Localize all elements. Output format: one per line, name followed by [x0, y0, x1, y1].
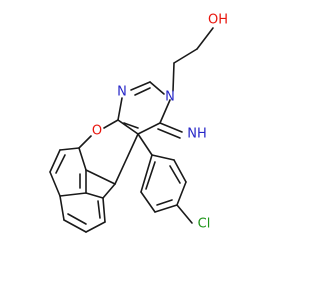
bond	[134, 87, 151, 96]
bond	[49, 149, 61, 173]
bond	[63, 219, 87, 233]
bond	[159, 122, 183, 133]
chemical-structure-diagram: OH N N O NH Cl	[49, 13, 228, 233]
bond	[117, 97, 123, 121]
imine-label: NH	[187, 127, 207, 142]
pyran-oxygen-label: O	[92, 124, 102, 139]
bond	[103, 119, 119, 129]
bond	[145, 161, 156, 190]
bond	[85, 221, 106, 233]
bond	[78, 135, 92, 149]
bond	[78, 147, 87, 171]
ring-nitrogen-label: N	[165, 90, 175, 105]
ring-nitrogen-label: N	[117, 85, 127, 100]
bond	[49, 171, 61, 197]
bond	[85, 169, 116, 185]
bond	[59, 195, 65, 221]
bond	[137, 122, 161, 135]
bond	[137, 133, 153, 156]
hydroxyl-label: OH	[208, 13, 228, 28]
bond	[85, 192, 104, 199]
bond	[59, 147, 80, 151]
bond	[151, 154, 175, 161]
bond	[156, 199, 173, 206]
bond	[173, 48, 198, 64]
bond	[123, 122, 139, 129]
bond	[117, 119, 139, 135]
bond	[169, 165, 181, 184]
bond	[159, 99, 171, 124]
bond	[55, 154, 66, 174]
bond	[172, 62, 175, 92]
bond	[196, 27, 214, 50]
bond	[154, 204, 178, 213]
bond	[114, 133, 139, 185]
bond	[97, 200, 101, 219]
bond	[130, 81, 151, 91]
atom-labels: OH N N O NH Cl	[92, 13, 228, 232]
bond	[102, 183, 116, 199]
bonds	[49, 27, 214, 233]
bond	[149, 81, 165, 95]
bond	[173, 159, 187, 183]
bond	[59, 192, 87, 197]
chlorine-label: Cl	[198, 217, 211, 232]
bond	[67, 213, 87, 225]
bond	[176, 204, 193, 224]
bond	[140, 191, 156, 213]
bond	[102, 197, 106, 223]
bond	[157, 128, 181, 139]
bond	[140, 154, 153, 193]
bond	[176, 181, 187, 206]
